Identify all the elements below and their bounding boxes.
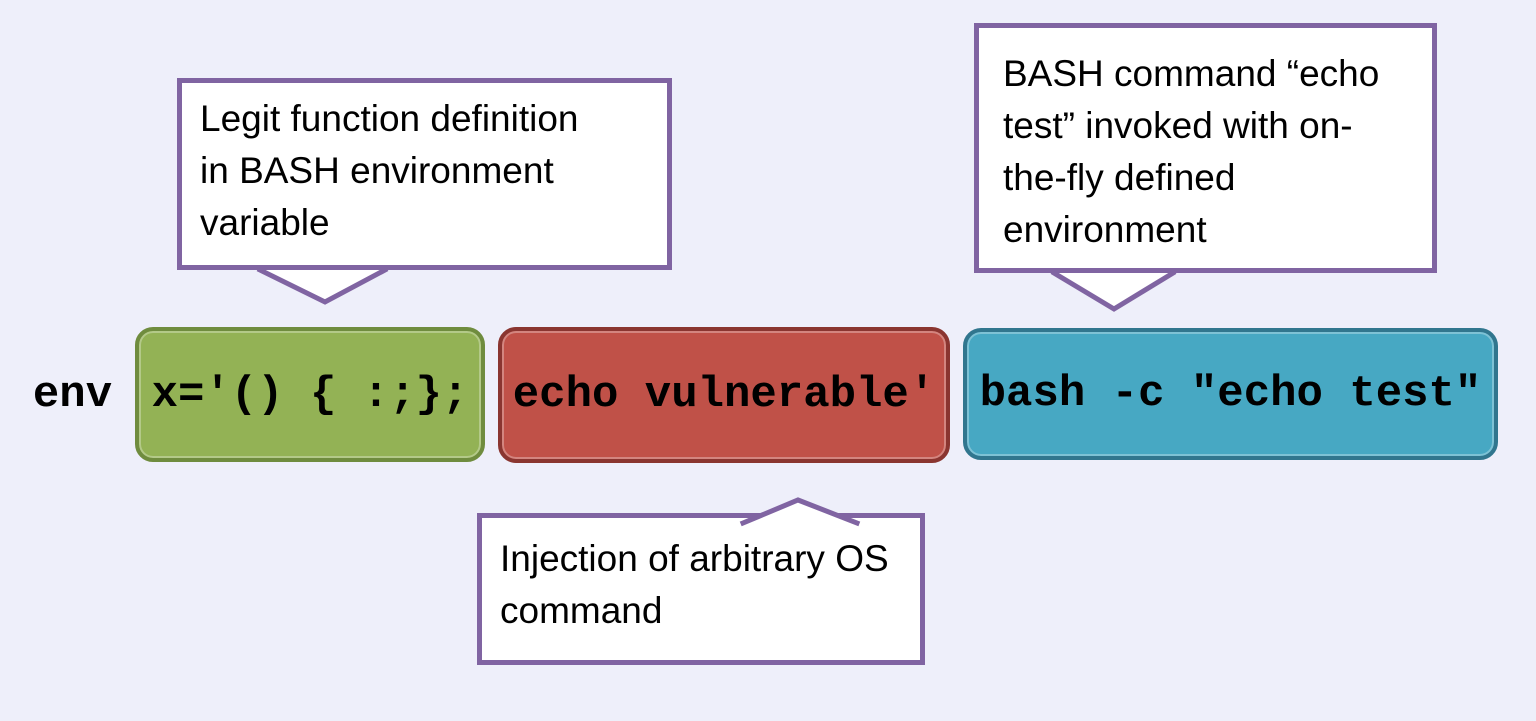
callout-text-line: Injection of arbitrary OS (500, 538, 889, 579)
callout-pointer-down-icon (1050, 269, 1177, 312)
callout-pointer-down-icon (256, 266, 389, 305)
callout-pointer-up-icon (739, 497, 861, 527)
callout-legit-function-definition: Legit function definition in BASH enviro… (177, 78, 672, 305)
command-prefix-env: env (32, 369, 113, 420)
callout-text-line: environment (1003, 209, 1207, 250)
callout-text-line: BASH command “echo (1003, 53, 1380, 94)
callout-text-line: command (500, 590, 663, 631)
callout-text-line: in BASH environment (200, 150, 554, 191)
callout-text-line: test” invoked with on- (1003, 105, 1353, 146)
command-segment-function-definition: x='() { :;}; (135, 327, 485, 462)
callout-text-line: variable (200, 202, 330, 243)
callout-os-command-injection: Injection of arbitrary OS command (477, 497, 925, 665)
callout-bash-invocation: BASH command “echo test” invoked with on… (974, 23, 1437, 312)
command-segment-injected-command: echo vulnerable' (498, 327, 950, 463)
command-segment-bash-call: bash -c "echo test" (963, 328, 1498, 460)
callout-text-line: Legit function definition (200, 98, 579, 139)
callout-text-line: the-fly defined (1003, 157, 1236, 198)
